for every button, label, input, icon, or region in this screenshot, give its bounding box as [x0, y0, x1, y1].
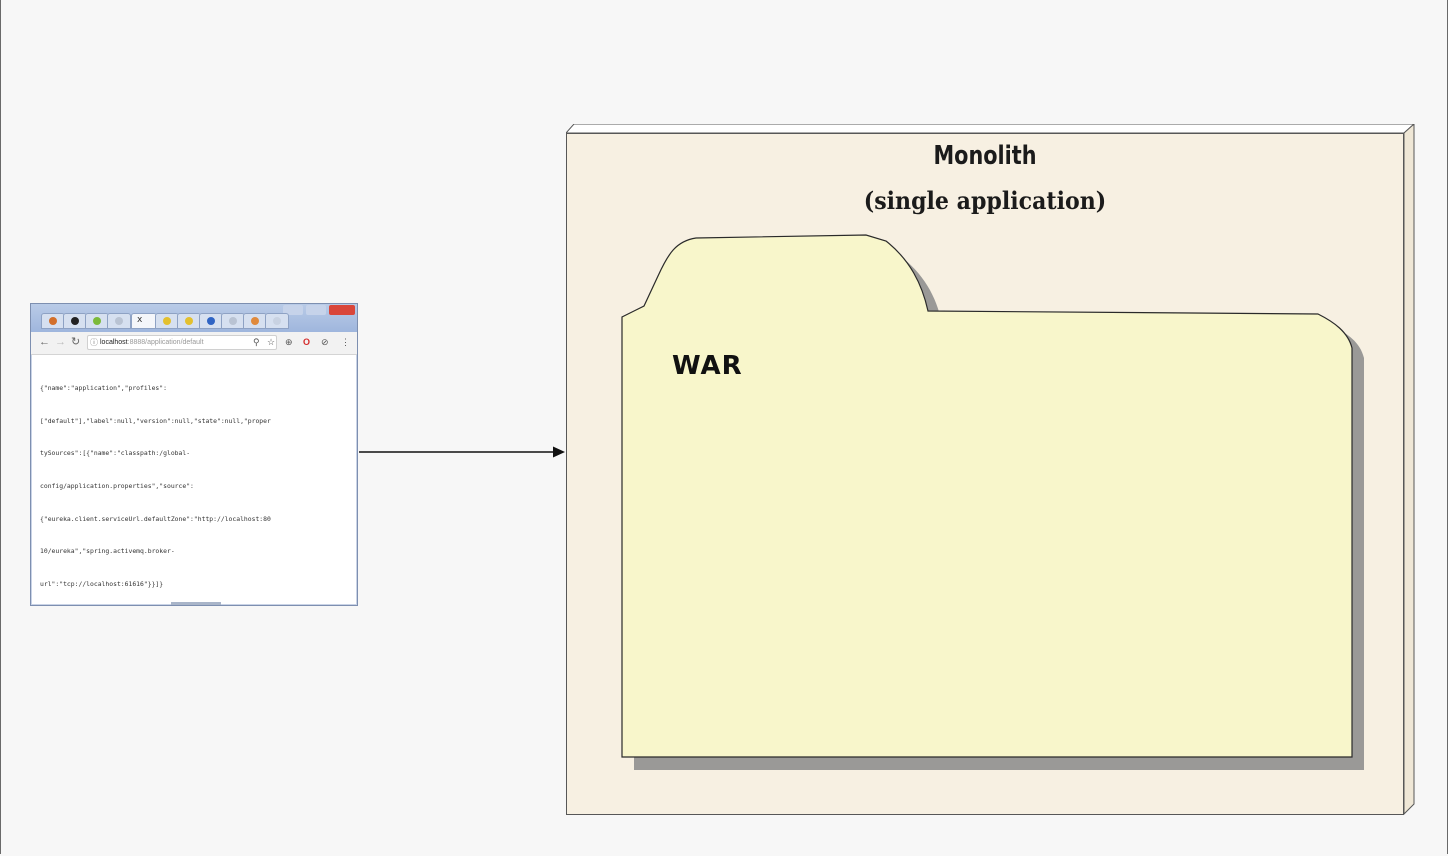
war-label: WAR	[672, 351, 743, 381]
browser-tab[interactable]	[243, 313, 267, 329]
browser-toolbar: ← → ↻ ⓘ localhost:8888/application/defau…	[31, 332, 357, 355]
browser-tab[interactable]	[41, 313, 65, 329]
browser-tab[interactable]	[85, 313, 109, 329]
json-line: {"name":"application","profiles":	[40, 383, 167, 392]
json-line: tySources":[{"name":"classpath:/global-	[40, 449, 191, 458]
browser-tab[interactable]	[199, 313, 223, 329]
search-icon[interactable]: ⚲	[253, 337, 260, 347]
json-line: ["default"],"label":null,"version":null,…	[40, 416, 271, 425]
browser-window: ⅹ ← → ↻ ⓘ localhost:8888/application/def…	[30, 303, 358, 606]
browser-tab[interactable]	[155, 313, 179, 329]
browser-tab[interactable]	[177, 313, 201, 329]
reload-icon[interactable]: ↻	[71, 336, 81, 348]
json-line: config/application.properties","source":	[40, 481, 194, 490]
monolith-title: Monolith	[933, 141, 1037, 171]
forward-arrow-icon[interactable]: →	[55, 336, 66, 348]
minimize-button[interactable]	[283, 305, 303, 315]
opera-icon[interactable]: O	[303, 337, 311, 347]
monolith-subtitle: (single application)	[863, 186, 1107, 215]
monolith-box-edges	[566, 124, 1415, 816]
browser-tab[interactable]	[63, 313, 87, 329]
browser-tab-bar: ⅹ	[31, 304, 357, 332]
back-arrow-icon[interactable]: ←	[39, 336, 50, 348]
maximize-button[interactable]	[306, 305, 326, 315]
browser-tab[interactable]	[221, 313, 245, 329]
menu-icon[interactable]: ⋮	[341, 337, 350, 347]
war-folder	[621, 234, 1364, 770]
info-icon: ⓘ	[90, 338, 98, 347]
json-line: {"eureka.client.serviceUrl.defaultZone":…	[40, 514, 271, 523]
browser-tab-active[interactable]: ⅹ	[131, 313, 157, 329]
json-line: url":"tcp://localhost:61616"}}]}	[40, 580, 164, 589]
request-arrow	[359, 446, 565, 458]
browser-tab[interactable]	[265, 313, 289, 329]
window-close-button[interactable]	[329, 305, 355, 315]
extension-icon[interactable]: ⊕	[285, 337, 293, 347]
json-line: 10/eureka","spring.activemq.broker-	[40, 547, 175, 556]
address-path: :8888/application/default	[127, 339, 204, 346]
tab-close-icon[interactable]: ⅹ	[137, 314, 143, 324]
json-response: {"name":"application","profiles": ["defa…	[40, 361, 352, 612]
star-icon[interactable]: ☆	[267, 337, 276, 347]
address-host: localhost	[100, 339, 128, 346]
horizontal-scrollbar[interactable]	[171, 602, 221, 605]
browser-tab[interactable]	[107, 313, 131, 329]
address-bar[interactable]: ⓘ localhost:8888/application/default	[87, 335, 277, 350]
block-icon[interactable]: ⊘	[321, 337, 329, 347]
